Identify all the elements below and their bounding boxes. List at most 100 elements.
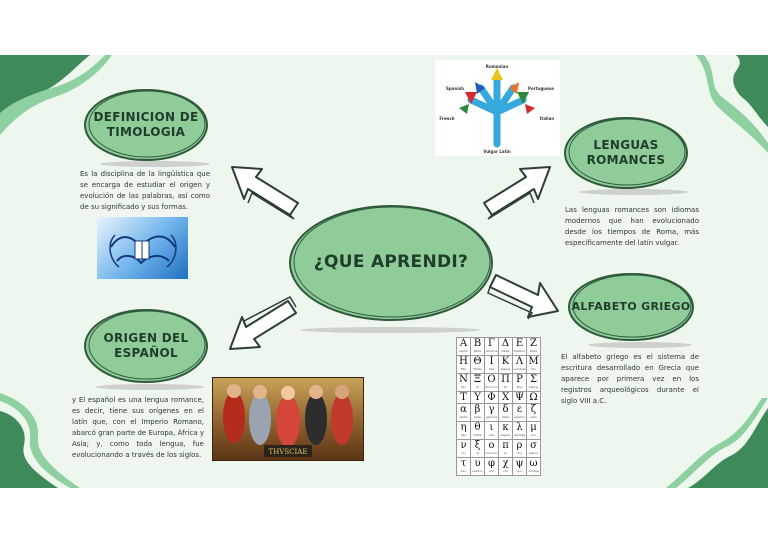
greek-letter: Μ: [528, 356, 539, 367]
greek-letter: ο: [488, 440, 495, 451]
greek-letter-name: Alpha: [459, 349, 468, 353]
greek-letter: Ρ: [516, 374, 523, 385]
greek-letter: Δ: [501, 338, 510, 349]
tree-label-bottom: Vulgar Latin: [483, 149, 511, 154]
greek-letter: κ: [502, 422, 509, 433]
greek-letter: ι: [489, 422, 494, 433]
greek-letter-name: delta: [501, 415, 510, 419]
etimologia-title-line2: TIMOLOGIA: [106, 125, 186, 139]
center-shadow: [300, 327, 480, 333]
greek-letter: Ζ: [530, 338, 537, 349]
corner-decoration-top-left: [0, 55, 112, 135]
greek-letter-name: Theta: [473, 367, 482, 371]
language-tree-graphic: Romanian Spanish Portuguese French Itali…: [439, 64, 555, 154]
greek-letter: Π: [501, 374, 510, 385]
greek-letter: Η: [459, 356, 468, 367]
greek-letter: α: [460, 404, 467, 415]
greek-letter-name: lambda: [513, 433, 526, 437]
greek-letter-name: Mu: [531, 367, 536, 371]
greek-letter: φ: [487, 458, 495, 469]
greek-letter-name: nu: [461, 451, 466, 455]
lenguas-description: Las lenguas romances son idiomas moderno…: [565, 206, 699, 247]
origen-ellipse: [84, 309, 208, 383]
greek-letter-name: epsilon: [514, 415, 525, 419]
greek-letter-name: Kappa: [500, 367, 511, 371]
etimologia-title-line1: DEFINICION DE: [93, 110, 199, 124]
greek-letter: υ: [474, 458, 481, 469]
greek-letter: ω: [529, 458, 538, 469]
greek-letter: ν: [460, 440, 467, 451]
figures-graphic: THVSCIAE: [212, 377, 364, 461]
greek-letter-name: psi: [517, 469, 522, 473]
greek-letter-name: pi: [504, 451, 507, 455]
greek-letter-name: Sigma: [528, 385, 539, 389]
greek-letter: Γ: [488, 338, 495, 349]
greek-letter: β: [474, 404, 481, 415]
alfabeto-title: ALFABETO GRIEGO: [571, 300, 691, 314]
greek-letter-name: Zeta: [530, 349, 537, 353]
greek-letter-name: Xi: [476, 385, 479, 389]
greek-letter-name: gamma: [485, 415, 498, 419]
greek-letter: Τ: [460, 392, 467, 403]
greek-letter-name: omega: [528, 469, 539, 473]
greek-letter: ζ: [530, 404, 537, 415]
corner-decoration-bottom-right: [666, 398, 768, 488]
origen-shadow: [96, 384, 204, 390]
greek-letter-name: Iota: [488, 367, 495, 371]
greek-letter: λ: [516, 422, 523, 433]
greek-letter-name: beta: [474, 415, 481, 419]
greek-letter-name: chi: [503, 469, 508, 473]
tree-label-right-lower: Italian: [540, 116, 555, 121]
center-node: ¿QUE APRENDI?: [286, 202, 496, 324]
origen-title-line1: ORIGEN DEL: [103, 331, 189, 345]
greek-letter: Κ: [501, 356, 510, 367]
greek-letter: ξ: [474, 440, 481, 451]
greek-letter-name: Omicron: [485, 385, 498, 389]
greek-letter-name: kappa: [500, 433, 511, 437]
greek-letter-name: xi: [476, 451, 479, 455]
etimologia-title: DEFINICION DE TIMOLOGIA: [93, 110, 198, 140]
lenguas-title: LENGUAS ROMANCES: [587, 138, 666, 168]
greek-letter-name: rho: [517, 451, 522, 455]
arrow-to-lenguas: [483, 166, 551, 220]
greek-letter: Ω: [529, 392, 538, 403]
greek-letter: Ε: [515, 338, 524, 349]
etimologia-node: DEFINICION DE TIMOLOGIA: [82, 87, 210, 163]
greek-letter: Υ: [474, 392, 481, 403]
greek-letter-name: upsilon: [472, 469, 483, 473]
greek-letter-name: Nu: [461, 385, 466, 389]
greek-letter: Ν: [459, 374, 468, 385]
greek-letter-name: mu: [531, 433, 536, 437]
arrow-to-origen: [229, 296, 297, 350]
greek-letter: ψ: [515, 458, 524, 469]
greek-letter: Ο: [487, 374, 496, 385]
alfabeto-ellipse: [568, 273, 694, 341]
greek-letter: Θ: [473, 356, 482, 367]
